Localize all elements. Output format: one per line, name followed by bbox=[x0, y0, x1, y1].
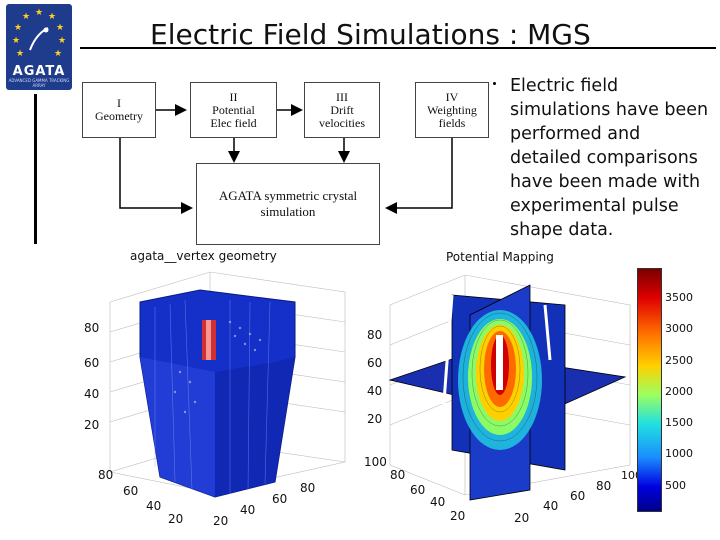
figure-icon bbox=[29, 27, 49, 51]
x-tick: 40 bbox=[146, 499, 162, 513]
y-tick: 60 bbox=[570, 489, 586, 503]
colorbar-tick: 3500 bbox=[665, 291, 693, 304]
step-number: I bbox=[116, 96, 121, 110]
step-label: Potential bbox=[212, 102, 255, 117]
agata-logo: ★ ★ ★ ★ ★ ★ ★ ★ ★ AGATA ADVANCED GAMMA T… bbox=[6, 4, 72, 90]
x-tick: 40 bbox=[430, 495, 446, 509]
step-number: II bbox=[229, 89, 238, 104]
star-icon: ★ bbox=[22, 12, 31, 22]
potential-3d-plot bbox=[388, 274, 631, 501]
left-plot-title: agata__vertex geometry bbox=[130, 249, 277, 263]
star-icon: ★ bbox=[56, 23, 65, 33]
y-tick: 40 bbox=[543, 499, 559, 513]
step-number: III bbox=[335, 89, 348, 104]
z-tick: 80 bbox=[84, 321, 100, 335]
y-tick: 20 bbox=[213, 514, 229, 528]
z-tick: 20 bbox=[367, 412, 383, 426]
left-accent-bar bbox=[34, 94, 37, 244]
step-label: velocities bbox=[319, 115, 365, 130]
flow-connectors bbox=[119, 104, 453, 214]
star-icon: ★ bbox=[12, 36, 21, 46]
z-tick: 60 bbox=[84, 356, 100, 370]
x-tick: 80 bbox=[98, 468, 114, 482]
x-tick: 20 bbox=[450, 509, 466, 523]
colorbar-tick: 2500 bbox=[665, 354, 693, 367]
bullet-icon bbox=[493, 82, 496, 85]
x-tick: 60 bbox=[410, 483, 426, 497]
z-tick: 20 bbox=[84, 418, 100, 432]
description-text: Electric field simulations have been per… bbox=[510, 76, 709, 240]
colorbar-tick: 3000 bbox=[665, 322, 693, 335]
simulation-label: simulation bbox=[260, 204, 316, 219]
z-tick: 40 bbox=[367, 384, 383, 398]
star-icon: ★ bbox=[16, 49, 25, 59]
step-number: IV bbox=[445, 89, 459, 104]
x-tick: 80 bbox=[390, 468, 406, 482]
y-tick: 40 bbox=[240, 503, 256, 517]
logo-wordmark: AGATA bbox=[12, 64, 66, 79]
y-tick: 60 bbox=[272, 492, 288, 506]
y-tick: 80 bbox=[300, 481, 316, 495]
z-tick: 60 bbox=[367, 356, 383, 370]
arrow-1-to-5 bbox=[119, 138, 193, 214]
logo-tagline: ADVANCED GAMMA TRACKING ARRAY bbox=[8, 78, 70, 88]
step-label: Geometry bbox=[95, 109, 143, 123]
title-underline bbox=[80, 47, 716, 49]
x-tick: 100 bbox=[364, 455, 387, 469]
z-tick: 80 bbox=[367, 328, 383, 342]
step-label: Elec field bbox=[210, 115, 257, 130]
geometry-3d-plot bbox=[109, 271, 346, 498]
step-label: Weighting bbox=[427, 102, 477, 117]
colorbar-tick: 500 bbox=[665, 479, 686, 492]
y-tick: 100 bbox=[621, 469, 642, 482]
colorbar-tick: 1000 bbox=[665, 447, 693, 460]
step-label: Drift bbox=[330, 102, 354, 117]
star-icon: ★ bbox=[58, 36, 67, 46]
x-tick: 60 bbox=[123, 484, 139, 498]
step-label: fields bbox=[438, 115, 466, 130]
star-icon: ★ bbox=[54, 49, 63, 59]
y-tick: 80 bbox=[596, 479, 612, 493]
arrow-4-to-5 bbox=[385, 138, 453, 214]
star-icon: ★ bbox=[14, 23, 23, 33]
simulation-label: AGATA symmetric crystal bbox=[218, 188, 358, 203]
core-hole bbox=[496, 335, 503, 390]
colorbar-tick: 1500 bbox=[665, 416, 693, 429]
z-tick: 40 bbox=[84, 387, 100, 401]
colorbar bbox=[637, 268, 662, 512]
x-tick: 20 bbox=[168, 512, 184, 526]
y-tick: 20 bbox=[514, 511, 530, 525]
page-title: Electric Field Simulations : MGS bbox=[150, 18, 591, 51]
right-plot-title: Potential Mapping bbox=[446, 250, 554, 264]
star-icon: ★ bbox=[35, 8, 44, 18]
star-icon: ★ bbox=[48, 12, 57, 22]
colorbar-tick: 2000 bbox=[665, 385, 693, 398]
